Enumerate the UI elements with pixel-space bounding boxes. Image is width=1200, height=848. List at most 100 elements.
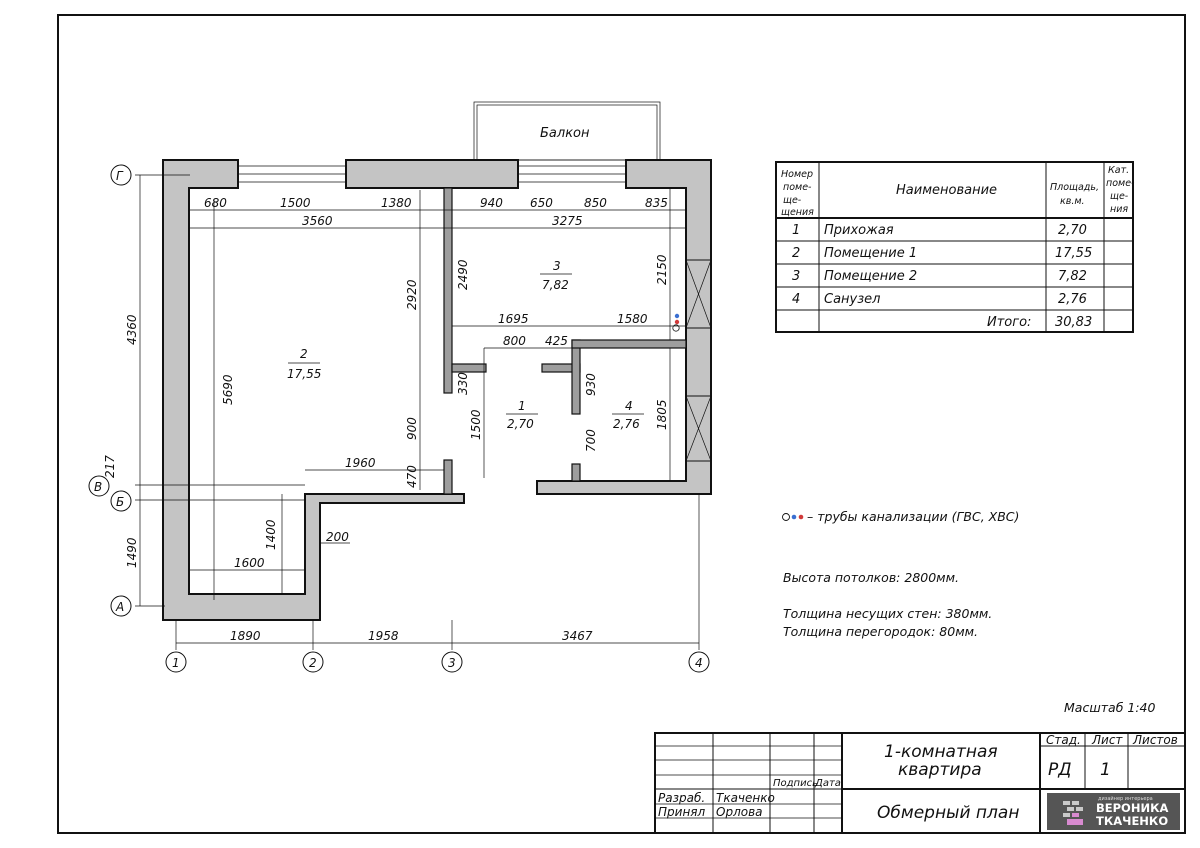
partition-stub-b — [443, 459, 453, 495]
logo-subtitle: дизайнер интерьера — [1098, 795, 1153, 802]
svg-text:кв.м.: кв.м. — [1060, 196, 1085, 207]
partition-bath-left — [571, 339, 581, 415]
svg-text:1: 1 — [172, 656, 180, 670]
dim-3467: 3467 — [562, 629, 593, 643]
dim-1695: 1695 — [498, 312, 529, 326]
pipe-legend-text: – трубы канализации (ГВС, ХВС) — [807, 509, 1019, 524]
signature-label: Подпись — [773, 778, 818, 789]
brick-logo-icon — [1063, 801, 1083, 825]
dim-2490: 2490 — [456, 259, 470, 290]
dim-1958: 1958 — [368, 629, 399, 643]
dim-700: 700 — [584, 429, 598, 452]
row-1-name: Прихожая — [824, 223, 894, 238]
note-ceiling: Высота потолков: 2800мм. — [783, 570, 959, 585]
header-name: Наименование — [896, 183, 997, 198]
window-top-left — [238, 165, 346, 183]
partition-main — [443, 187, 453, 394]
row-1-num: 1 — [792, 223, 800, 238]
row-1-area: 2,70 — [1058, 223, 1087, 238]
dim-2150: 2150 — [655, 254, 669, 285]
dim-1500: 1500 — [280, 196, 311, 210]
pipe-cold — [674, 313, 680, 319]
svg-text:Номер: Номер — [781, 169, 813, 180]
svg-text:1: 1 — [518, 399, 526, 413]
project-title-line1: 1-комнатная — [884, 742, 998, 762]
dim-650: 650 — [530, 196, 553, 210]
svg-text:2,76: 2,76 — [613, 417, 640, 431]
grid-axis-3: 3 — [441, 651, 463, 673]
row-3-area: 7,82 — [1058, 269, 1087, 284]
developed-label: Разраб. — [658, 791, 705, 805]
header-num: Номер поме- ще- щения — [781, 169, 814, 218]
row-2-area: 17,55 — [1055, 246, 1092, 261]
dim-2920: 2920 — [405, 279, 419, 310]
svg-text:4: 4 — [625, 399, 633, 413]
dim-200: 200 — [326, 530, 349, 544]
header-cat: Кат. поме- ще- ния — [1106, 165, 1135, 215]
dim-1580: 1580 — [617, 312, 648, 326]
logo-line2: ТКАЧЕНКО — [1096, 814, 1168, 828]
dim-5690: 5690 — [221, 374, 235, 405]
svg-text:3: 3 — [448, 656, 456, 670]
svg-text:Б: Б — [116, 495, 124, 509]
title-block: Подпись Дата Разраб. Ткаченко Принял Орл… — [654, 732, 1186, 834]
sheets-label: Листов — [1132, 733, 1178, 747]
stage-value: РД — [1048, 760, 1072, 780]
room-schedule-table: Номер поме- ще- щения Наименование Площа… — [775, 161, 1135, 333]
svg-text:Г: Г — [116, 169, 124, 183]
developed-name: Ткаченко — [716, 791, 775, 805]
dim-930: 930 — [584, 373, 598, 396]
svg-text:17,55: 17,55 — [287, 367, 321, 381]
row-4-area: 2,76 — [1058, 292, 1087, 307]
pipe-legend: – трубы канализации (ГВС, ХВС) — [782, 509, 1019, 524]
outer-wall-top-mid — [345, 159, 519, 189]
partition-stub-a — [451, 363, 487, 373]
dim-330: 330 — [456, 372, 470, 395]
legend-cold-icon — [791, 514, 797, 520]
total-value: 30,83 — [1055, 315, 1092, 330]
grid-axis-1: 1 — [165, 651, 187, 673]
sheet-name: Обмерный план — [877, 803, 1019, 823]
svg-text:2,70: 2,70 — [507, 417, 534, 431]
dim-470: 470 — [405, 465, 419, 488]
svg-text:поме-: поме- — [783, 182, 812, 193]
dim-217: 217 — [103, 455, 117, 478]
note-walls: Толщина несущих стен: 380мм. — [783, 606, 992, 621]
grid-axis-g: Г — [110, 164, 132, 186]
grid-axis-v: В — [88, 475, 110, 497]
svg-text:поме-: поме- — [1106, 178, 1135, 189]
accepted-label: Принял — [658, 805, 706, 819]
svg-text:щения: щения — [781, 207, 814, 218]
svg-text:Кат.: Кат. — [1108, 165, 1129, 176]
pipe-hot — [674, 319, 680, 325]
row-2-name: Помещение 1 — [824, 246, 917, 261]
dim-900: 900 — [405, 417, 419, 440]
room-label-2: 2 17,55 — [287, 347, 321, 381]
room-label-1: 1 2,70 — [506, 399, 538, 431]
svg-text:Площадь,: Площадь, — [1050, 182, 1099, 193]
stage-label: Стад. — [1046, 733, 1081, 747]
sheet-frame — [57, 14, 1186, 834]
dim-1890: 1890 — [230, 629, 261, 643]
dim-425: 425 — [545, 334, 568, 348]
note-partitions: Толщина перегородок: 80мм. — [783, 624, 978, 639]
pipe-sewer — [672, 324, 680, 332]
svg-text:2: 2 — [309, 656, 317, 670]
row-4-name: Санузел — [824, 292, 880, 307]
dim-1600: 1600 — [234, 556, 265, 570]
accepted-name: Орлова — [716, 805, 763, 819]
scale-label: Масштаб 1:40 — [1064, 700, 1155, 715]
dim-800: 800 — [503, 334, 526, 348]
legend-sewer-icon — [782, 513, 790, 521]
room-label-3: 3 7,82 — [540, 259, 572, 292]
project-title-line2: квартира — [898, 760, 982, 780]
dim-3560: 3560 — [302, 214, 333, 228]
svg-text:ния: ния — [1110, 204, 1128, 215]
partition-bath-stub — [571, 463, 581, 482]
balcony-label: Балкон — [540, 126, 590, 141]
svg-text:3: 3 — [553, 259, 561, 273]
grid-axis-a: А — [110, 595, 132, 617]
designer-logo: дизайнер интерьера ВЕРОНИКА ТКАЧЕНКО — [1047, 793, 1180, 830]
dim-1500-inner: 1500 — [469, 409, 483, 440]
